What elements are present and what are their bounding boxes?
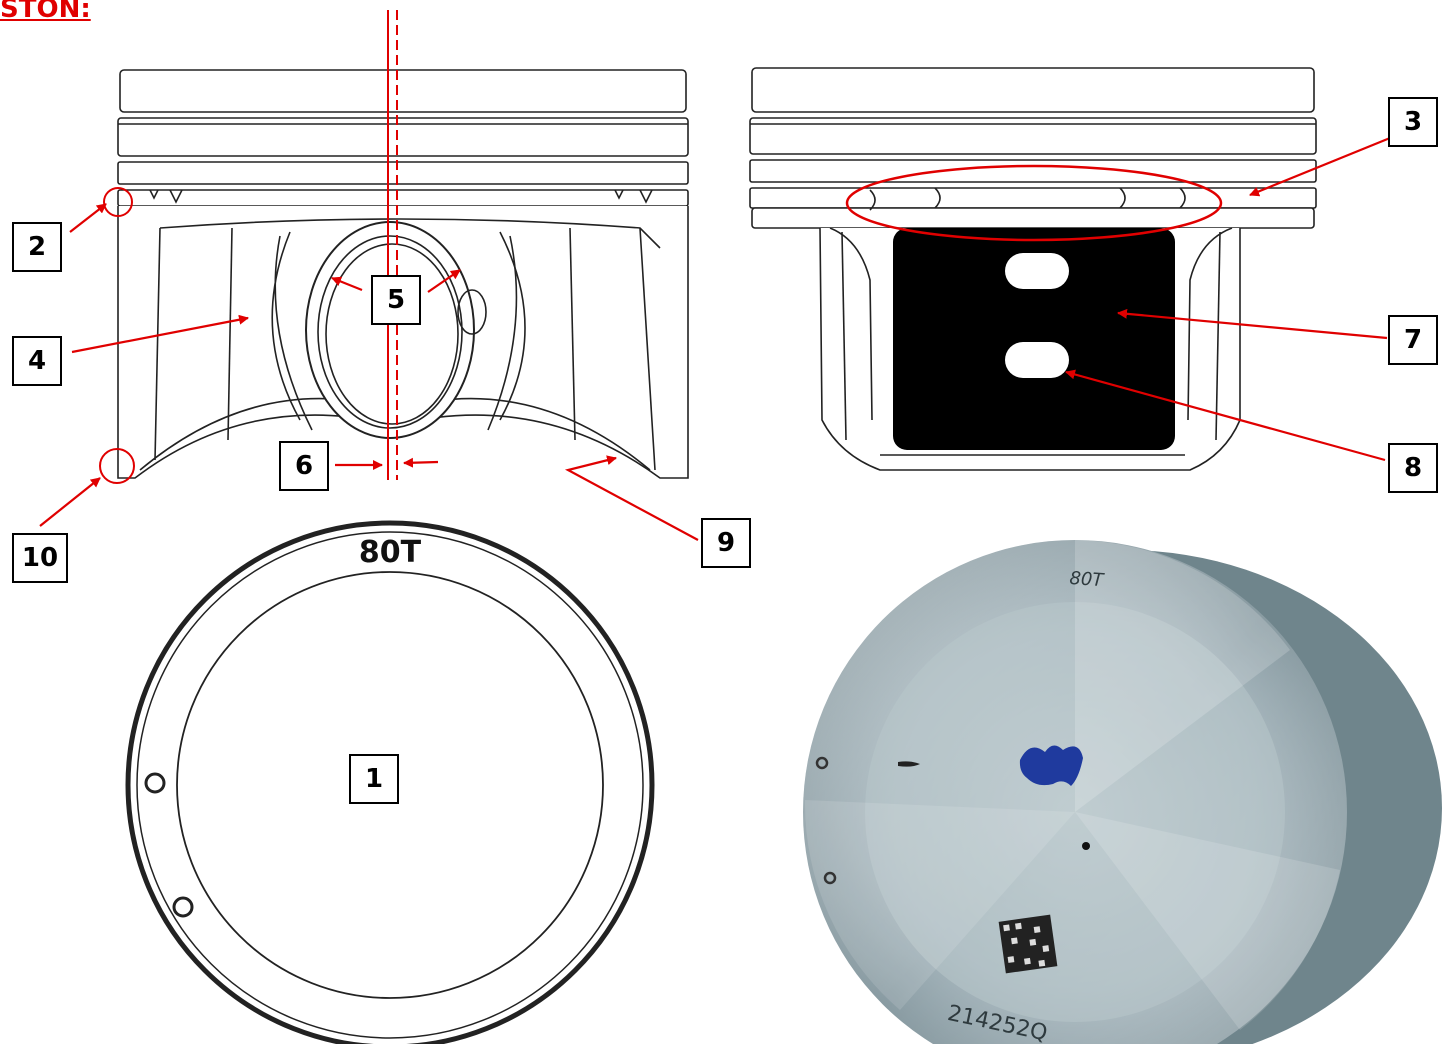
callout-8: 8	[1388, 443, 1438, 493]
arrow-2	[69, 203, 107, 233]
arrow-3	[1249, 136, 1391, 197]
crown-photo	[803, 540, 1442, 1044]
callout-2: 2	[12, 222, 62, 272]
callout-1: 1	[349, 754, 399, 804]
arrow-8	[1065, 369, 1386, 462]
arrow-9	[564, 455, 699, 541]
arrow-10	[39, 477, 101, 527]
arrow-6b	[403, 457, 439, 468]
callout-3: 3	[1388, 97, 1438, 147]
photo-marking-top: 80T	[1069, 568, 1106, 591]
edge-circle-bottom	[99, 448, 135, 484]
page-title: STON:	[0, 0, 91, 24]
ring-grooves-highlight	[845, 164, 1223, 242]
arrow-5a	[331, 276, 363, 292]
callout-5: 5	[371, 275, 421, 325]
crown-drawing	[125, 520, 655, 1044]
piston-side-view-left	[117, 69, 689, 479]
arrow-4	[71, 314, 249, 354]
callout-10: 10	[12, 533, 68, 583]
arrow-5b	[427, 269, 461, 293]
crown-marking-text: 80T	[359, 535, 422, 570]
callout-6: 6	[279, 441, 329, 491]
callout-7: 7	[1388, 315, 1438, 365]
edge-circle-top	[103, 187, 133, 217]
piston-side-view-right	[749, 67, 1317, 471]
leader-arrows	[39, 136, 1391, 541]
arrow-7	[1117, 308, 1388, 340]
callout-9: 9	[701, 518, 751, 568]
callout-4: 4	[12, 336, 62, 386]
